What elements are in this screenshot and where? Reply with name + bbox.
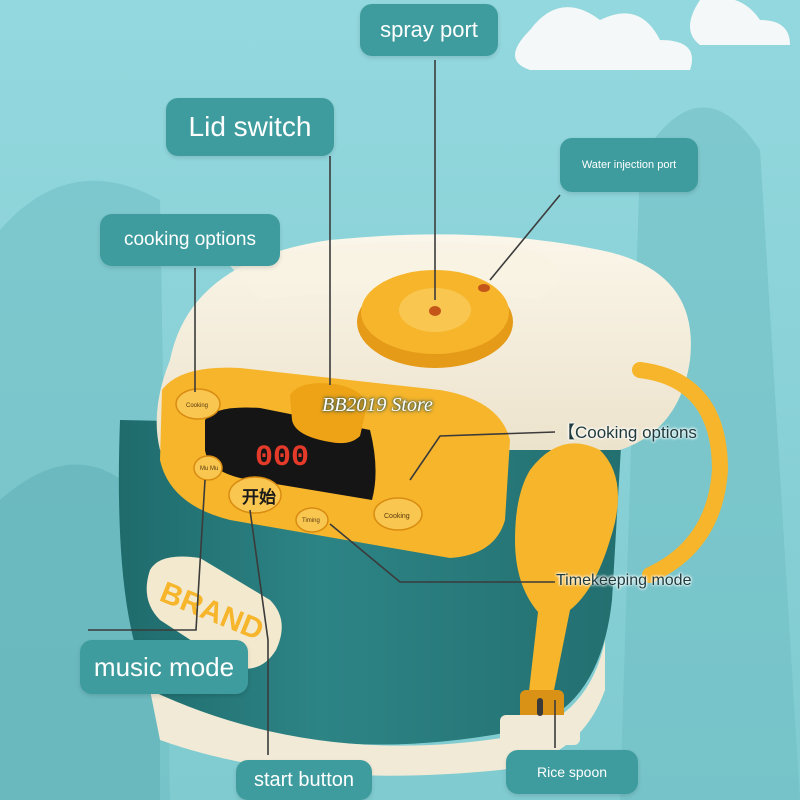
label-cooking-options-2: 【Cooking options: [558, 423, 697, 442]
callout-line-cooking-options-2: [409, 431, 556, 481]
button-small-label: Mu Mu: [200, 466, 218, 472]
label-timekeeping-mode: Timekeeping mode: [556, 572, 692, 589]
spray-port-hole: [429, 306, 441, 316]
callout-line-timekeeping: [329, 523, 555, 583]
water-injection-hole: [478, 284, 490, 292]
store-watermark: BB2019 Store: [322, 394, 433, 416]
callout-line-water-injection: [489, 194, 561, 281]
label-start-button: start button: [236, 760, 372, 800]
cooking-mode-button[interactable]: [373, 497, 423, 531]
cloud: [515, 7, 692, 70]
callout-line-start-button: [249, 509, 269, 755]
label-cooking-options: cooking options: [100, 214, 280, 266]
button-small-label: Cooking: [384, 513, 410, 520]
label-spray-port: spray port: [360, 4, 498, 56]
cloud: [690, 0, 790, 45]
timekeeping-button[interactable]: [295, 507, 329, 533]
lid-switch-button[interactable]: [290, 383, 367, 444]
display-readout: 000: [255, 441, 309, 475]
brand-badge: [146, 556, 282, 669]
start-button[interactable]: [228, 476, 282, 514]
button-small-label: Cooking: [186, 403, 208, 409]
label-water-injection-port: Water injection port: [560, 138, 698, 192]
callout-lines: [88, 60, 561, 755]
music-mode-button[interactable]: [193, 455, 223, 481]
button-small-label: Timing: [302, 518, 320, 524]
spoon-stand: [500, 715, 580, 745]
spoon-slot: [537, 698, 543, 716]
cooking-options-button[interactable]: [175, 388, 221, 420]
cooker-base: [150, 640, 605, 776]
label-music-mode: music mode: [80, 640, 248, 694]
label-rice-spoon: Rice spoon: [506, 750, 638, 794]
start-button-glyph: 开始: [242, 487, 276, 508]
label-lid-switch: Lid switch: [166, 98, 334, 156]
callout-line-music-mode: [88, 479, 206, 631]
cooker-handle: [632, 362, 729, 583]
background-hill: [0, 464, 160, 800]
rice-spoon: [515, 443, 618, 700]
